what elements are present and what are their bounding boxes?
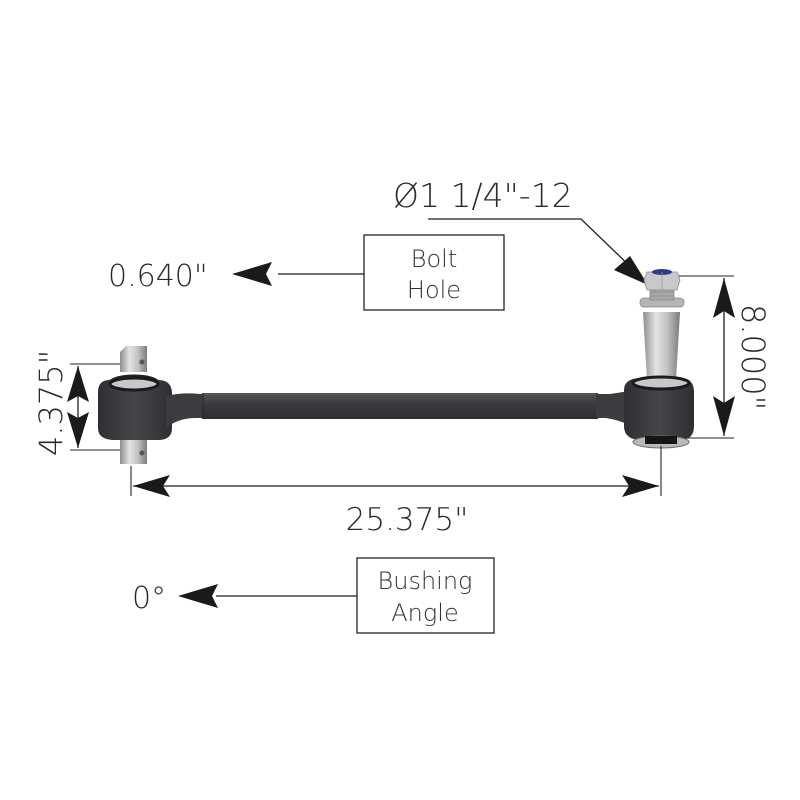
bottom-bushing-ring (645, 436, 677, 444)
bolt-hole-callout: 0.640" Bolt Hole (108, 234, 505, 311)
bolt-hole-arrow-icon (232, 262, 272, 286)
thread-spec-callout: Ø1 1/4"-12 (393, 176, 648, 285)
thread-leader-line (428, 218, 637, 273)
rod-shaft (202, 393, 598, 419)
overall-length-dimension: 25.375" (130, 446, 662, 538)
left-neck (166, 393, 206, 428)
bolt-hole-value: 0.640" (108, 259, 208, 294)
left-pin-top (120, 346, 147, 372)
right-eye-housing (624, 378, 694, 440)
left-height-dimension: 4.375" (32, 350, 120, 456)
left-height-value: 4.375" (32, 350, 70, 456)
left-dim-arrow-up-icon (67, 366, 89, 402)
left-dim-arrow-down-icon (67, 412, 89, 448)
bolt-hole-label-line1: Bolt (411, 245, 457, 273)
right-dim-arrow-down-icon (713, 396, 735, 436)
right-height-value: 8.000" (734, 304, 772, 410)
bushing-angle-label-line1: Bushing (378, 567, 473, 595)
bolt-hole-label-box (363, 234, 505, 311)
bushing-angle-label-line2: Angle (391, 599, 458, 627)
bolt-hole-label-line2: Hole (407, 276, 461, 304)
length-arrow-left-icon (133, 475, 170, 497)
bushing-angle-callout: 0° Bushing Angle (132, 557, 495, 634)
bushing-angle-arrow-icon (178, 584, 218, 608)
right-tapered-stud (639, 269, 685, 380)
overall-length-value: 25.375" (346, 502, 469, 538)
left-eye-housing (98, 379, 172, 440)
bushing-angle-label-box (356, 557, 495, 634)
thread-arrow-icon (614, 256, 648, 285)
thread-spec-label: Ø1 1/4"-12 (393, 176, 573, 215)
taper-body (643, 312, 680, 380)
bushing-angle-value: 0° (132, 581, 166, 616)
right-dim-arrow-up-icon (713, 278, 735, 318)
right-height-dimension: 8.000" (662, 275, 772, 439)
torque-rod-part (98, 269, 694, 464)
length-arrow-right-icon (622, 475, 659, 497)
